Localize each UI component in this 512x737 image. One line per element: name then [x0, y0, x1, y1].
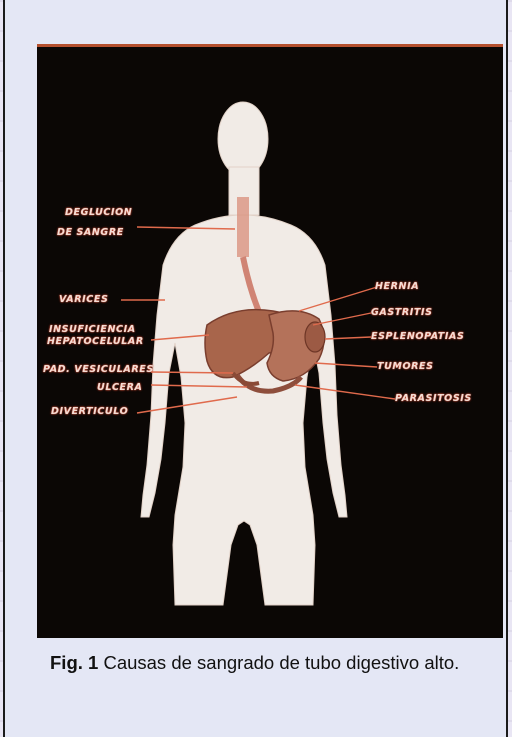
label-ulcera: ULCERA: [97, 382, 143, 393]
figure-number: Fig. 1: [50, 652, 98, 673]
figure-caption: Fig. 1 Causas de sangrado de tubo digest…: [50, 649, 505, 676]
figure-frame: DEGLUCION DE SANGRE VARICES INSUFICIENCI…: [3, 0, 508, 737]
label-diverticulo: DIVERTICULO: [51, 406, 128, 417]
label-insuficiencia: INSUFICIENCIA: [49, 324, 136, 335]
label-hernia: HERNIA: [375, 281, 419, 292]
label-esplenopatias: ESPLENOPATIAS: [371, 331, 464, 342]
spleen-shape: [305, 322, 325, 352]
label-gastritis: GASTRITIS: [371, 307, 433, 318]
caption-text: Causas de sangrado de tubo digestivo alt…: [103, 652, 459, 673]
anatomy-illustration: DEGLUCION DE SANGRE VARICES INSUFICIENCI…: [37, 44, 503, 638]
label-hepatocelular: HEPATOCELULAR: [47, 336, 144, 347]
label-deglucion: DEGLUCION: [65, 207, 132, 218]
label-de-sangre: DE SANGRE: [57, 227, 124, 238]
label-varices: VARICES: [59, 294, 108, 305]
label-pad-vesiculares: PAD. VESICULARES: [43, 364, 154, 375]
label-tumores: TUMORES: [377, 361, 434, 372]
label-parasitosis: PARASITOSIS: [395, 393, 472, 404]
